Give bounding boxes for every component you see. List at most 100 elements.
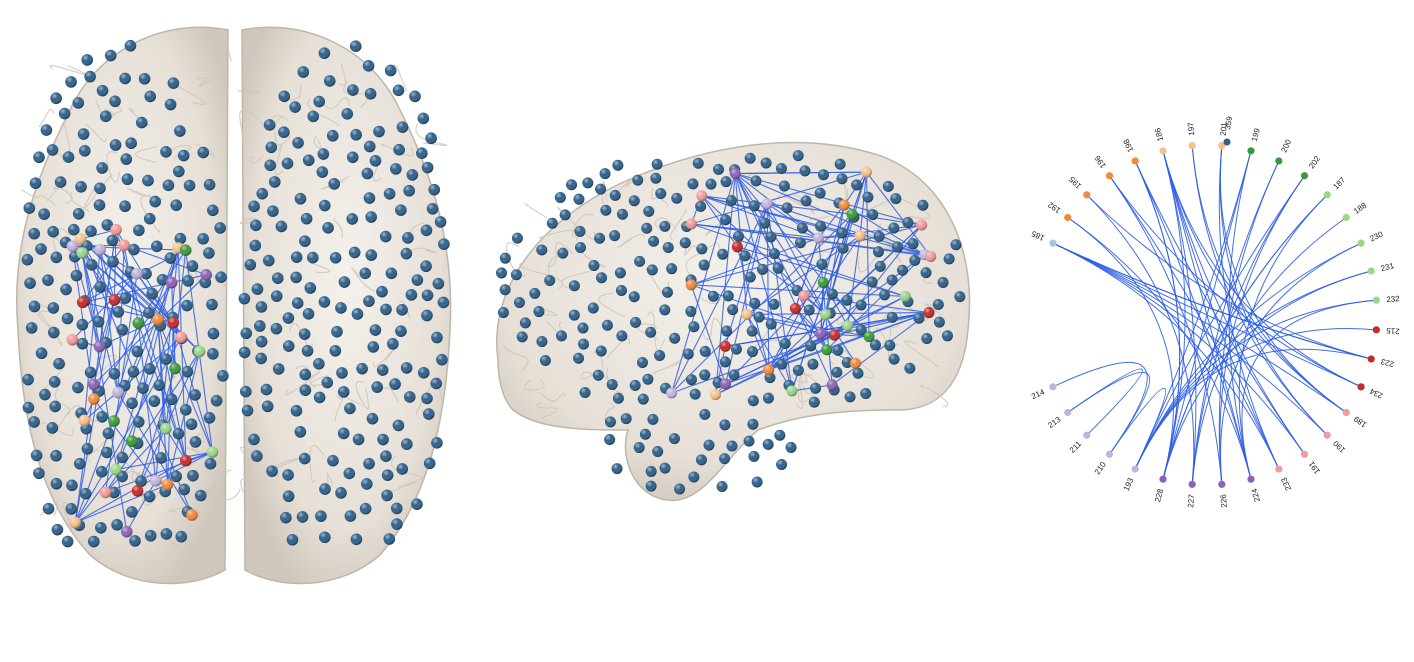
axial-node (76, 337, 89, 350)
sagittal-node (727, 304, 739, 316)
axial-node (240, 327, 253, 340)
sagittal-node (699, 345, 711, 357)
axial-node (65, 76, 77, 88)
axial-node (420, 260, 432, 273)
sagittal-node (720, 214, 732, 226)
axial-node (400, 362, 413, 374)
axial-node (363, 457, 375, 470)
axial-edge (74, 229, 117, 523)
connectogram-node-dot (1083, 431, 1091, 439)
axial-node (126, 397, 138, 409)
sagittal-highlight-node (685, 218, 697, 230)
axial-node (142, 174, 154, 187)
sagittal-node (713, 163, 725, 175)
axial-node (381, 489, 393, 502)
axial-node (383, 533, 396, 545)
axial-node (24, 277, 36, 289)
axial-node (143, 306, 155, 319)
sagittal-node (762, 392, 774, 404)
axial-node (282, 340, 295, 352)
sagittal-node (582, 177, 594, 189)
axial-nodes (21, 39, 450, 548)
connectogram-node-label: 202 (1307, 154, 1322, 171)
sagittal-node (756, 263, 768, 275)
axial-highlight-node (66, 333, 79, 346)
axial-node (78, 144, 91, 157)
axial-highlight-node (88, 393, 100, 405)
connectogram-node-dot (1188, 480, 1196, 488)
axial-node (28, 227, 40, 240)
axial-highlight-node (87, 378, 100, 391)
sagittal-edge (690, 284, 727, 385)
axial-node (328, 178, 341, 190)
sagittal-node (837, 242, 849, 254)
axial-node (318, 199, 331, 212)
axial-node (81, 442, 94, 455)
axial-edge (177, 248, 187, 461)
axial-node (361, 167, 374, 180)
connectogram-link (1162, 150, 1252, 480)
sagittal-node (719, 356, 731, 368)
sagittal-edge (746, 313, 870, 338)
sagittal-node (796, 222, 808, 234)
sagittal-node (685, 374, 697, 386)
sagittal-edge (826, 254, 926, 351)
axial-node (119, 292, 132, 304)
axial-highlight-node (76, 247, 88, 259)
sagittal-node (746, 325, 758, 337)
sagittal-node (616, 330, 628, 342)
axial-node (256, 187, 269, 200)
axial-node (421, 392, 433, 405)
axial-node (174, 125, 186, 137)
connectogram-node: 234 (1357, 383, 1384, 400)
sagittal-node (862, 191, 874, 203)
axial-node (425, 132, 437, 145)
sagittal-node (636, 356, 648, 368)
sagittal-highlight-node (838, 199, 850, 211)
sagittal-node (884, 339, 896, 351)
axial-node (361, 478, 373, 490)
sagittal-node (785, 441, 797, 453)
axial-node (239, 385, 252, 398)
sagittal-node (642, 373, 654, 385)
sagittal-node (855, 324, 867, 336)
axial-node (281, 157, 294, 170)
sagittal-node (841, 294, 853, 306)
sagittal-node (879, 289, 891, 301)
axial-node (253, 320, 266, 332)
sagittal-node (933, 316, 945, 328)
axial-node (369, 324, 382, 336)
axial-node (181, 365, 194, 378)
connectogram-node-label: 185 (1030, 229, 1046, 243)
sagittal-edge (714, 173, 736, 395)
axial-node (294, 192, 307, 205)
axial-node (380, 450, 392, 463)
connectogram-node-dot (1357, 239, 1365, 247)
sagittal-node (546, 217, 558, 229)
sagittal-node (716, 481, 728, 493)
axial-node (321, 376, 334, 389)
axial-node (262, 254, 275, 267)
axial-edge (117, 392, 193, 516)
connectogram-node-dot (1275, 465, 1283, 473)
sagittal-highlight-node (719, 340, 731, 352)
axial-node (406, 169, 419, 181)
sagittal-node (800, 195, 812, 207)
axial-node (403, 184, 415, 197)
sagittal-node (872, 246, 884, 258)
axial-node (101, 219, 114, 231)
axial-highlight-node (120, 525, 133, 538)
axial-node (270, 322, 283, 335)
axial-node (187, 469, 199, 482)
sagittal-edge (671, 213, 853, 394)
sagittal-highlight-node (863, 331, 875, 343)
axial-node (143, 490, 156, 503)
sagittal-node (696, 243, 708, 255)
sagittal-highlight-node (729, 168, 741, 180)
axial-node (244, 258, 257, 271)
axial-node (51, 523, 64, 536)
sagittal-node (659, 462, 671, 474)
axial-node (137, 382, 149, 394)
axial-node (140, 267, 152, 280)
sagittal-node (904, 362, 916, 374)
